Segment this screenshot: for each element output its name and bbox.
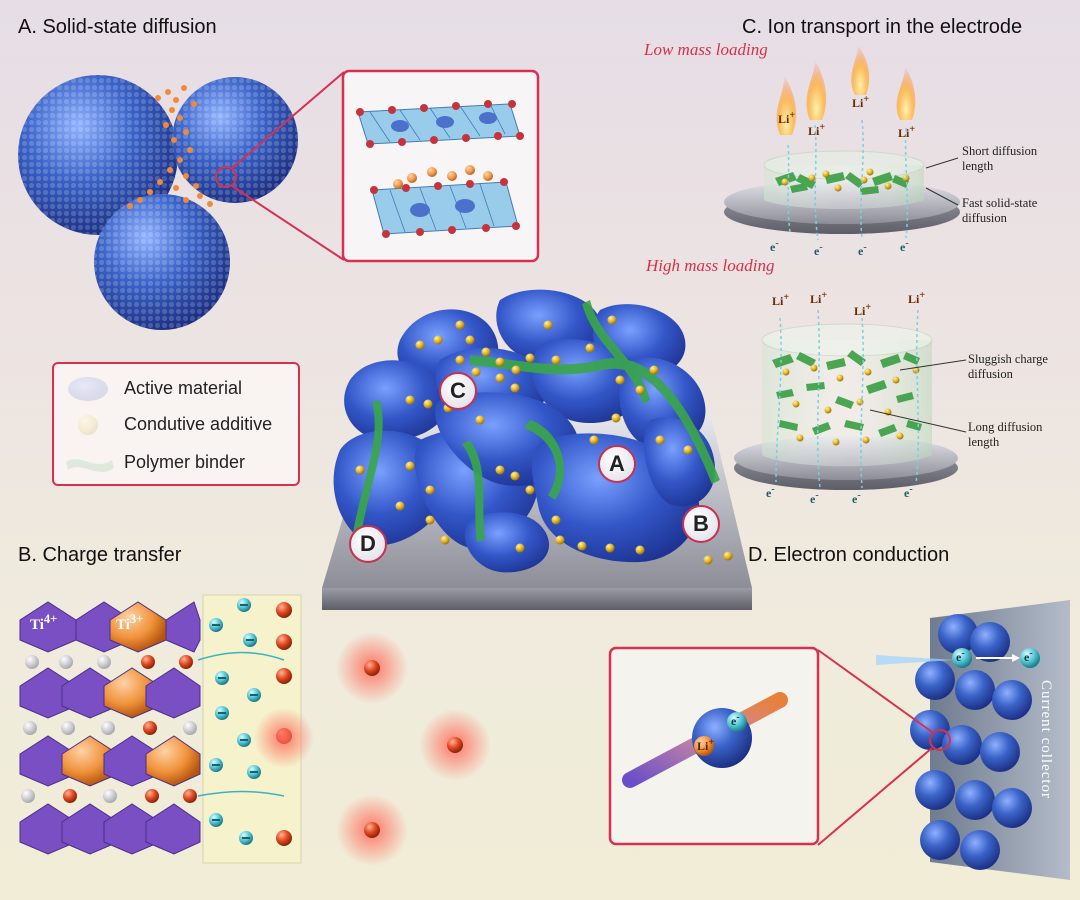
marker-b: B <box>682 505 720 543</box>
electron-label: e- <box>1024 648 1033 664</box>
electron-label: e- <box>770 238 779 254</box>
glowing-ions <box>254 632 491 866</box>
long-diffusion-note: Long diffusion length <box>968 420 1043 449</box>
legend-binder-label: Polymer binder <box>124 452 246 472</box>
ti3-label: Ti3+ <box>116 612 144 633</box>
panel-c-low-loading <box>724 45 960 241</box>
electron-label: e- <box>904 484 913 500</box>
li-ion-label: Li+ <box>772 292 790 308</box>
electron-label: e- <box>852 490 861 506</box>
legend <box>52 362 300 486</box>
panel-b-title: B. Charge transfer <box>18 544 182 566</box>
marker-a: A <box>598 445 636 483</box>
short-diffusion-note: Short diffusion length <box>962 144 1038 173</box>
legend-additive-label: Condutive additive <box>124 414 273 434</box>
marker-d: D <box>349 525 387 563</box>
legend-active-material-label: Active material <box>124 378 243 398</box>
panel-d-conduction <box>608 600 1070 880</box>
electron-label: e- <box>731 712 740 728</box>
sluggish-diffusion-note: Sluggish charge diffusion <box>968 352 1048 381</box>
li-ion-label: Li+ <box>697 737 715 753</box>
electron-label: e- <box>956 648 965 664</box>
fast-diffusion-note: Fast solid-state diffusion <box>962 196 1038 225</box>
panel-a-title: A. Solid-state diffusion <box>18 16 217 38</box>
ti4-label: Ti4+ <box>30 612 58 633</box>
panel-a-lattice-box <box>341 69 540 263</box>
electron-label: e- <box>810 490 819 506</box>
panel-c-title: C. Ion transport in the electrode <box>742 16 1023 38</box>
li-ion-label: Li+ <box>908 290 926 306</box>
panel-a-spheres <box>18 71 345 330</box>
li-ion-label: Li+ <box>854 302 872 318</box>
panel-d-title: D. Electron conduction <box>748 544 950 566</box>
low-mass-loading-label: Low mass loading <box>644 40 768 59</box>
electron-label: e- <box>766 484 775 500</box>
panel-c-high-loading <box>734 309 967 490</box>
high-mass-loading-label: High mass loading <box>646 256 775 275</box>
li-ion-label: Li+ <box>898 124 916 140</box>
electron-label: e- <box>900 238 909 254</box>
li-ion-label: Li+ <box>852 94 870 110</box>
electron-label: e- <box>814 242 823 258</box>
panel-b-lattice <box>19 594 491 866</box>
li-ion-label: Li+ <box>808 122 826 138</box>
center-electrode <box>322 289 752 610</box>
electron-label: e- <box>858 242 867 258</box>
marker-c: C <box>439 372 477 410</box>
li-ion-label: Li+ <box>810 290 828 306</box>
li-ion-label: Li+ <box>778 110 796 126</box>
current-collector-label: Current collector <box>1038 680 1054 800</box>
